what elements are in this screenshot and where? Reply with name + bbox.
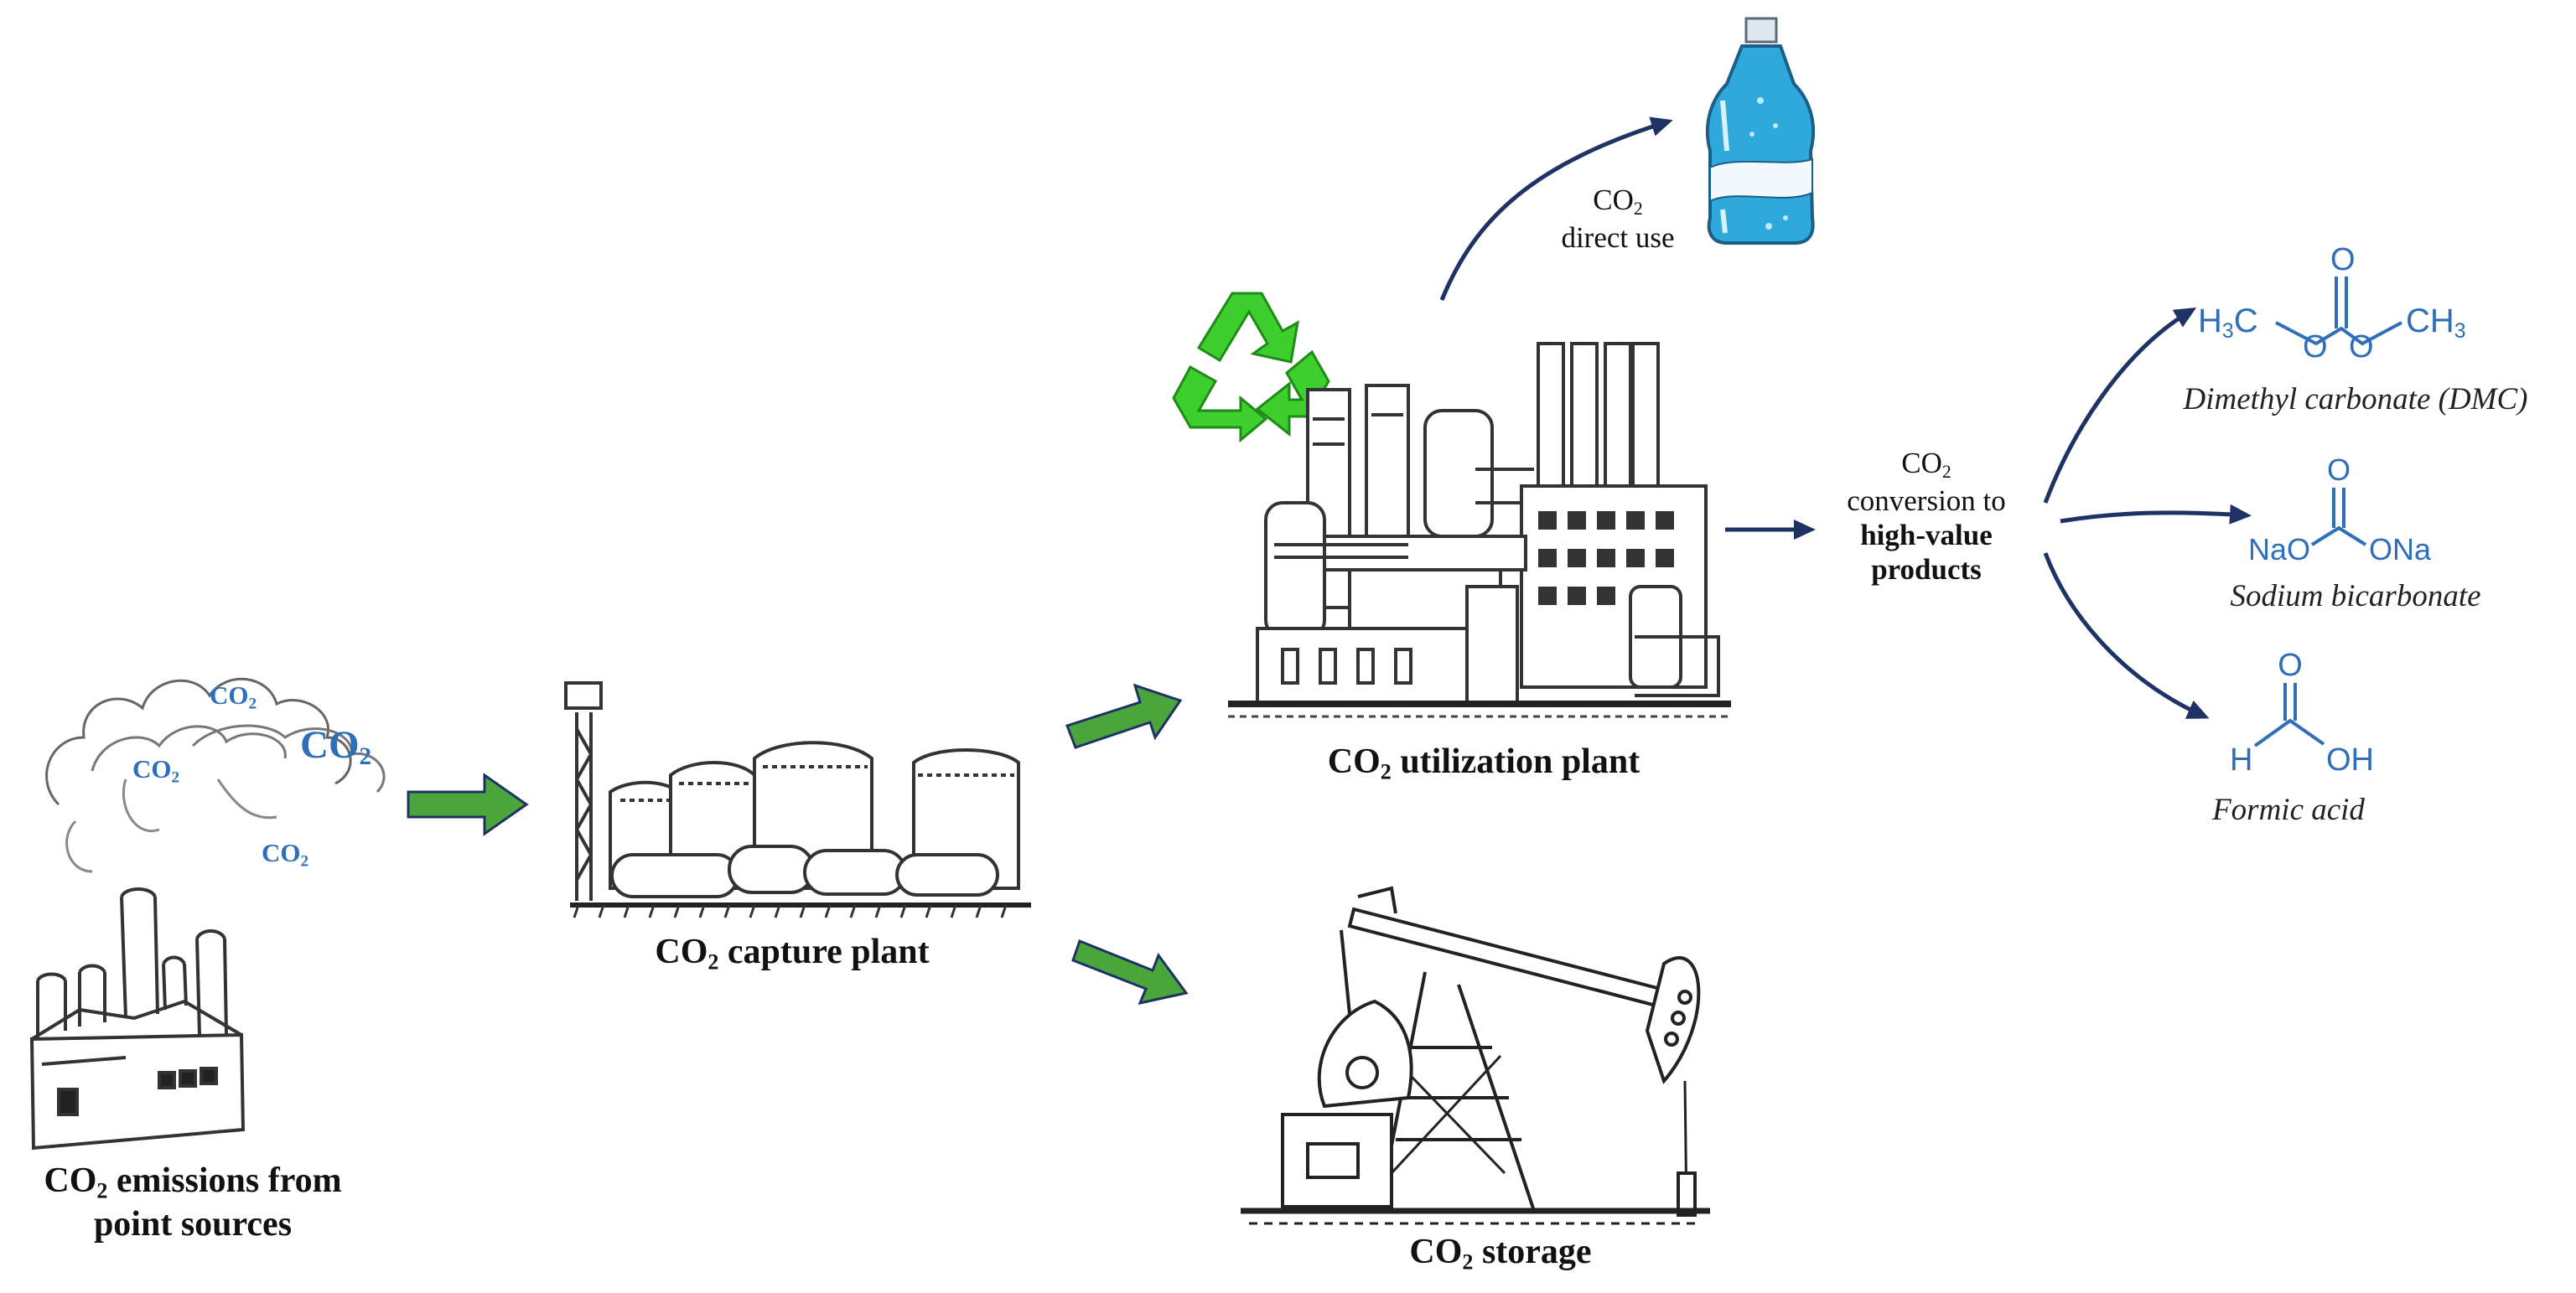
dmc-right-methyl: CH3	[2406, 303, 2466, 343]
arrow-to-direct-use	[1439, 116, 1673, 301]
formic-carbonyl-o: O	[2278, 648, 2303, 683]
co2-cloud-label-2: CO2	[300, 723, 372, 771]
dmc-name: Dimethyl carbonate (DMC)	[2183, 382, 2528, 416]
formic-name: Formic acid	[2212, 793, 2365, 827]
arrow-to-sodium-bicarbonate	[2060, 504, 2252, 525]
green-arrow-emissions-to-capture	[407, 773, 529, 836]
formic-acid-structure-bonds	[2253, 683, 2325, 747]
co2-cloud-label-3: CO2	[132, 754, 180, 787]
arrow-to-dmc	[2043, 307, 2197, 504]
dmc-carbonyl-o: O	[2330, 242, 2356, 277]
factory-smokestacks-icon	[29, 677, 386, 1151]
green-arrow-capture-to-utilization	[1065, 683, 1183, 749]
bicarbonate-name: Sodium bicarbonate	[2230, 579, 2481, 613]
conversion-label: CO2 conversion to high-value products	[1847, 447, 2006, 587]
utilization-plant-icon	[1228, 342, 1731, 718]
recycle-icon	[1172, 292, 1330, 443]
co2-cloud-label-1: CO2	[210, 680, 257, 713]
arrow-to-formic-acid	[2043, 552, 2210, 719]
sodium-bicarbonate-structure-bonds	[2310, 488, 2367, 546]
dmc-left-methyl: H3C	[2198, 303, 2258, 343]
oil-pumpjack-icon	[1241, 886, 1710, 1225]
direct-use-label: CO2 direct use	[1561, 184, 1675, 254]
utilization-plant-label: CO2 utilization plant	[1327, 742, 1640, 784]
capture-plant-tanks-icon	[564, 681, 1031, 918]
formic-oh: OH	[2326, 742, 2374, 778]
storage-label: CO2 storage	[1409, 1233, 1592, 1275]
bicarbonate-left: NaO	[2248, 532, 2311, 566]
dmc-structure-bonds	[2275, 277, 2402, 346]
dmc-oxygen-1: O	[2303, 329, 2328, 365]
emissions-label: CO2 emissions from point sources	[44, 1161, 342, 1244]
dmc-oxygen-2: O	[2349, 329, 2374, 365]
water-bottle-icon	[1706, 17, 1815, 245]
capture-plant-label: CO2 capture plant	[655, 933, 930, 975]
co2-cloud-label-4: CO2	[262, 838, 309, 871]
green-arrow-capture-to-storage	[1071, 939, 1189, 1006]
bicarbonate-right: ONa	[2369, 532, 2432, 566]
formic-h: H	[2230, 742, 2253, 778]
bicarbonate-carbonyl-o: O	[2326, 453, 2351, 487]
